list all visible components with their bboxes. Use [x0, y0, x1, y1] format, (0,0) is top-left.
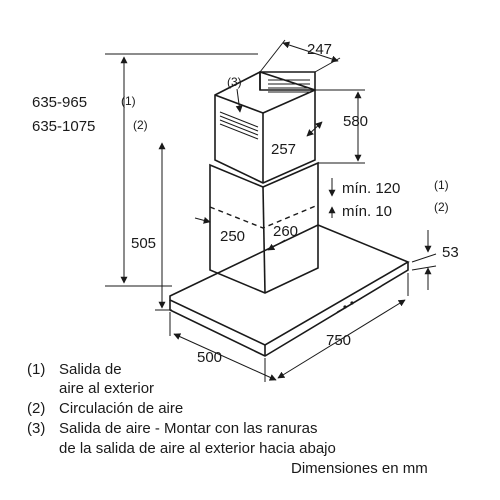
dim-hood-depth: 500 — [197, 349, 222, 366]
legend-1-ref: (1) — [27, 361, 45, 378]
dim-lower-width: 250 — [220, 228, 245, 245]
air-outlet-slots — [219, 79, 310, 140]
dim-height-2: 635-1075 — [32, 118, 95, 135]
legend-3-line-1: Salida de aire - Montar con las ranuras — [59, 420, 317, 437]
dim-top-height: 580 — [343, 113, 368, 130]
callout-3-label: (3) — [227, 75, 242, 89]
units-note: Dimensiones en mm — [291, 460, 428, 477]
legend-1-line-1: Salida de — [59, 361, 122, 378]
dim-hood-width: 750 — [326, 332, 351, 349]
dim-top-width: 247 — [307, 41, 332, 58]
dim-height-2-ref: (2) — [133, 118, 148, 132]
dim-lower-depth: 260 — [273, 223, 298, 240]
dimension-lines — [105, 39, 437, 382]
legend: (1) Salida de aire al exterior (2) Circu… — [27, 361, 428, 477]
legend-2-ref: (2) — [27, 400, 45, 417]
hood-body — [169, 224, 410, 357]
dim-min-1: mín. 120 — [342, 180, 400, 197]
dim-upper-depth: 257 — [271, 141, 296, 158]
legend-1-line-2: aire al exterior — [59, 380, 154, 397]
legend-2-line-1: Circulación de aire — [59, 400, 183, 417]
dim-min-2-ref: (2) — [434, 200, 449, 214]
dim-min-1-ref: (1) — [434, 178, 449, 192]
dim-lower-height: 505 — [131, 235, 156, 252]
legend-3-ref: (3) — [27, 420, 45, 437]
legend-3-line-2: de la salida de aire al exterior hacia a… — [59, 440, 336, 457]
dim-height-1: 635-965 — [32, 94, 87, 111]
dim-min-2: mín. 10 — [342, 203, 392, 220]
lower-chimney — [209, 161, 319, 294]
dim-height-1-ref: (1) — [121, 94, 136, 108]
dim-hood-thickness: 53 — [442, 244, 459, 261]
